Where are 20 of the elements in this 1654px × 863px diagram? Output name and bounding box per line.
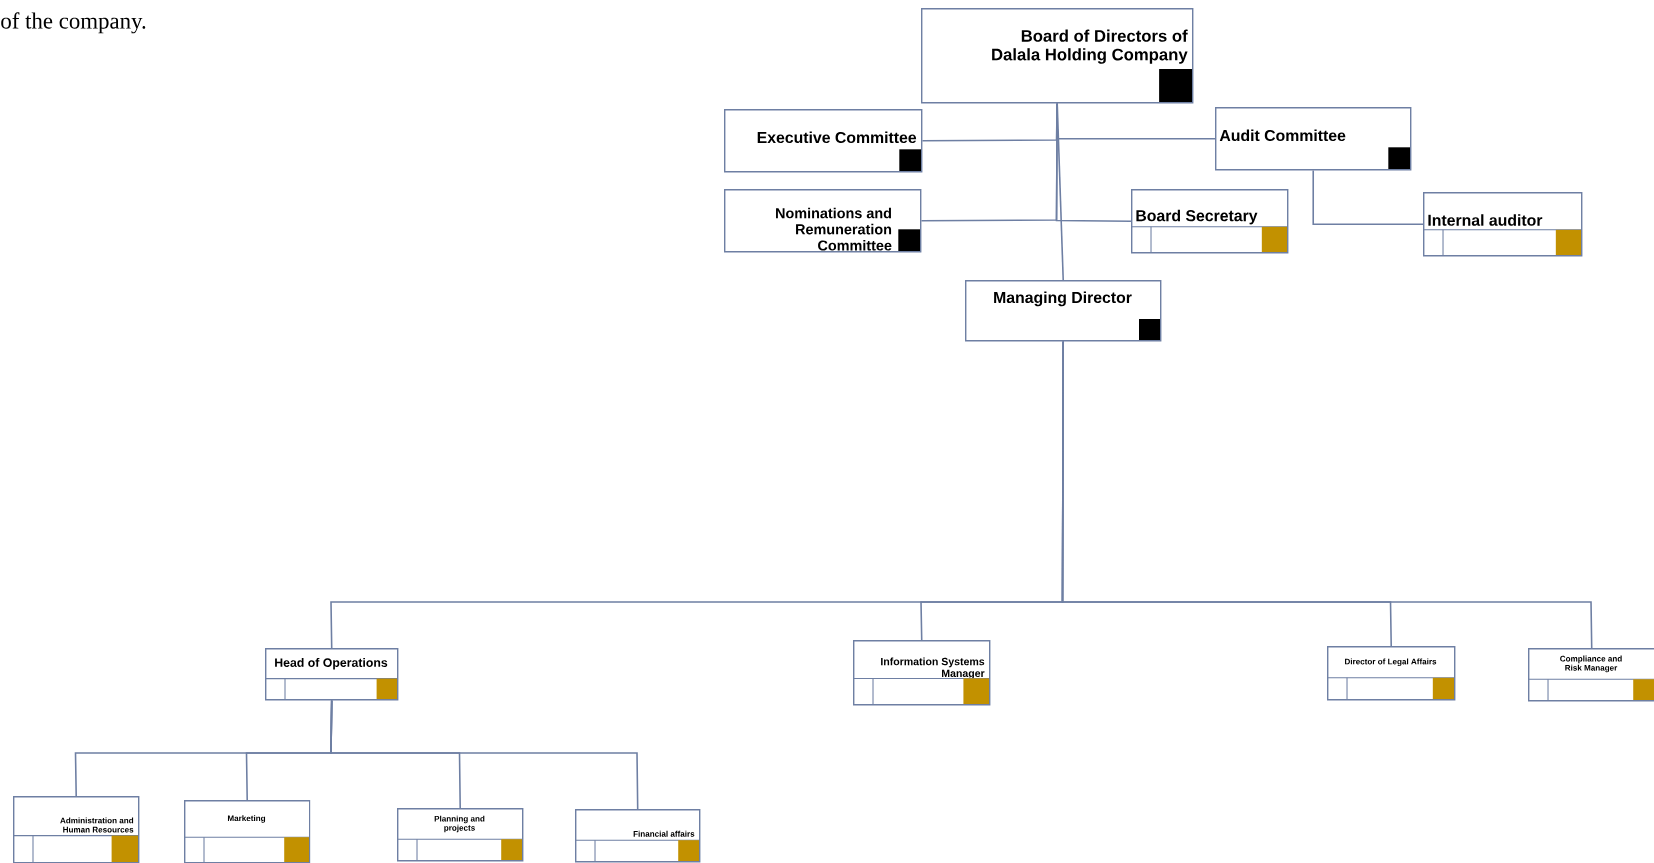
org-box: Planning and projects: [396, 808, 524, 862]
caption-text: of the company.: [1, 12, 146, 34]
org-box: Head of Operations: [264, 648, 399, 701]
org-box: Administration and Human Resources: [12, 796, 140, 863]
org-box: Board Secretary: [1130, 189, 1289, 254]
org-box: Managing Director: [965, 280, 1162, 342]
org-box: Executive Committee: [724, 109, 923, 173]
connector-line: [1061, 340, 1593, 649]
org-box: Board of Directors of Dalala Holding Company: [921, 8, 1194, 104]
org-box: Internal auditor: [1422, 192, 1583, 257]
org-box: Nominations and Remuneration Committee: [724, 189, 922, 253]
connector-line: [330, 699, 639, 810]
org-box: Audit Committee: [1215, 107, 1412, 171]
org-box: Financial affairs: [574, 809, 701, 863]
connector-line: [1312, 169, 1424, 225]
org-box: Director of Legal Affairs: [1326, 646, 1456, 701]
org-box: Marketing: [183, 800, 311, 863]
org-box: Compliance and Risk Manager: [1527, 648, 1654, 702]
org-box: Information Systems Manager: [852, 640, 991, 706]
connector-line: [1056, 102, 1064, 281]
